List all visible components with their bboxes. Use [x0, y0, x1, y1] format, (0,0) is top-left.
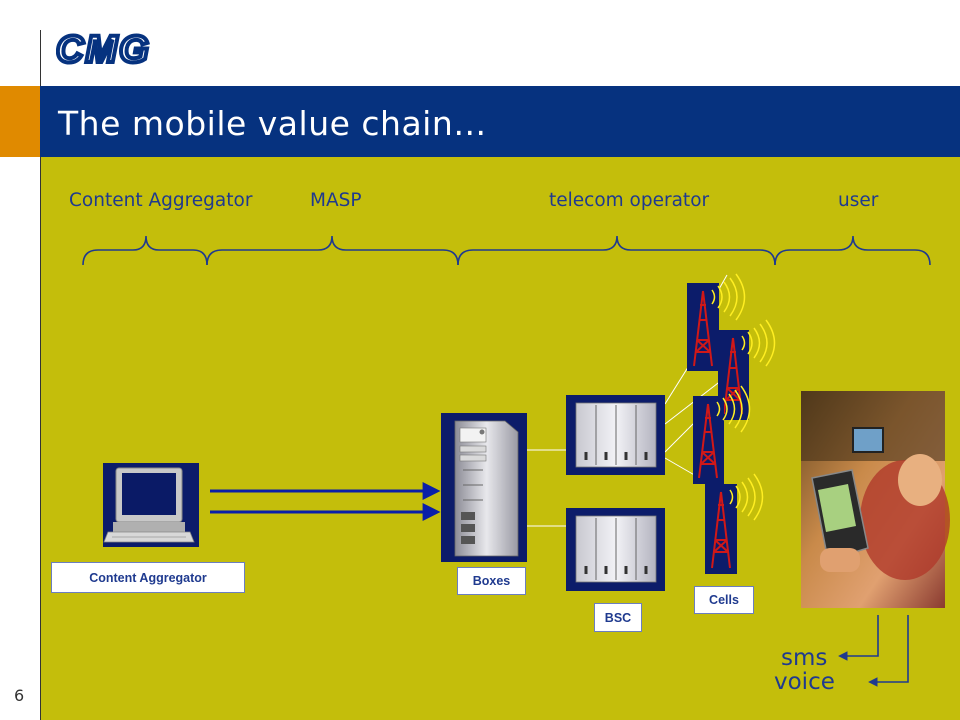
- bsc-label: BSC: [594, 603, 642, 632]
- title-bar: [40, 86, 960, 157]
- mobile-phone-photo: [801, 391, 950, 608]
- sms-label: sms: [781, 645, 828, 671]
- slide-title: The mobile value chain…: [58, 104, 487, 143]
- data-arrows: [210, 482, 441, 521]
- desktop-computer-icon: [103, 463, 199, 547]
- boxes-label: Boxes: [457, 567, 526, 595]
- stage-label-content-aggregator: Content Aggregator: [69, 190, 253, 211]
- stage-label-telecom-operator: telecom operator: [549, 190, 710, 211]
- rack-server-icon: [566, 395, 665, 475]
- cmg-logo: CMG: [56, 30, 151, 70]
- cells-label: Cells: [694, 586, 754, 614]
- stage-label-masp: MASP: [310, 190, 362, 211]
- svg-text:CMG: CMG: [56, 30, 151, 70]
- page-number: 6: [14, 686, 25, 705]
- cell-tower-icon: [687, 273, 746, 371]
- tower-server-icon: [441, 413, 527, 562]
- cell-tower-icon: [705, 473, 764, 574]
- left-rule: [40, 30, 41, 720]
- voice-label: voice: [774, 669, 835, 695]
- value-chain-braces: [82, 235, 931, 266]
- return-arrows: [838, 615, 909, 687]
- stage-label-user: user: [838, 190, 879, 211]
- content-aggregator-label: Content Aggregator: [51, 562, 245, 593]
- cell-tower-icon: [693, 385, 751, 484]
- orange-accent-tab: [0, 86, 40, 157]
- rack-server-icon: [566, 508, 665, 591]
